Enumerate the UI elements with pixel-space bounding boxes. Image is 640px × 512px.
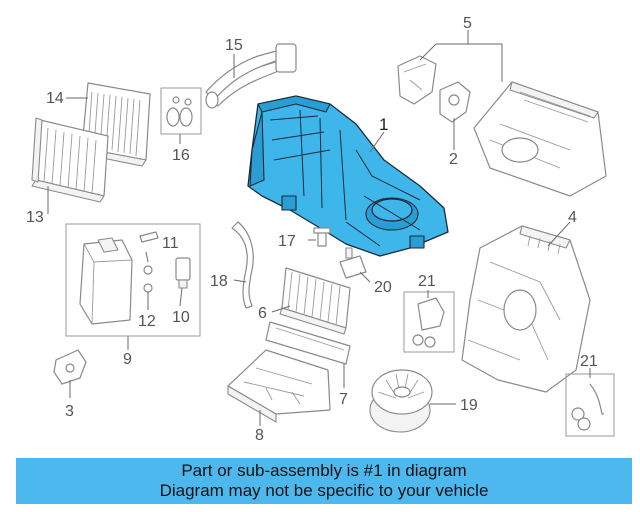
callout-18[interactable]: 18: [210, 273, 228, 290]
callout-17[interactable]: 17: [278, 233, 296, 250]
screw-part-17[interactable]: [313, 227, 331, 247]
tray-part-8[interactable]: [227, 349, 331, 423]
actuator-part-2[interactable]: [439, 81, 471, 123]
callout-20[interactable]: 20: [374, 279, 392, 296]
callout-15[interactable]: 15: [225, 37, 243, 54]
blower-motor-part-19[interactable]: [369, 369, 433, 433]
screw-part-11[interactable]: [139, 231, 159, 243]
seal-set-part-16[interactable]: [160, 87, 202, 135]
callout-labels: 1 5 2 15 14 16 13 4 11 17 18 20 21 6 12 …: [26, 15, 598, 444]
callout-5[interactable]: 5: [463, 15, 472, 32]
callout-10[interactable]: 10: [172, 309, 190, 326]
callout-21a[interactable]: 21: [418, 273, 436, 290]
cabin-filter-part-6[interactable]: [279, 267, 351, 335]
clip-part-12[interactable]: [143, 265, 153, 293]
callout-1[interactable]: 1: [379, 115, 388, 134]
actuator-part-5[interactable]: [397, 55, 437, 105]
part-group-21a-frame: [403, 291, 455, 353]
filter-housing-part-9[interactable]: [79, 237, 133, 325]
callout-9[interactable]: 9: [123, 351, 132, 368]
callout-16[interactable]: 16: [172, 147, 190, 164]
tube-part-18[interactable]: [231, 221, 254, 309]
callout-7[interactable]: 7: [339, 391, 348, 408]
info-banner: Part or sub-assembly is #1 in diagram Di…: [16, 458, 632, 504]
leader-lines: [47, 30, 591, 426]
banner-line-2: Diagram may not be specific to your vehi…: [159, 481, 489, 500]
evaporator-core-part-13[interactable]: [31, 117, 109, 203]
filter-cover-part-7[interactable]: [265, 321, 351, 365]
part-group-9-frame: [65, 223, 201, 337]
callout-19[interactable]: 19: [460, 397, 478, 414]
callout-12[interactable]: 12: [138, 313, 156, 330]
callout-13[interactable]: 13: [26, 209, 44, 226]
hvac-housing-part-1[interactable]: [247, 95, 449, 257]
heater-housing-part-4[interactable]: [461, 225, 591, 393]
callout-14[interactable]: 14: [46, 90, 64, 107]
distribution-housing-part-5[interactable]: [473, 81, 607, 197]
sensor-part-3[interactable]: [53, 349, 87, 385]
pipe-assembly-part-15[interactable]: [205, 43, 297, 109]
seal-part-21b[interactable]: [571, 383, 604, 431]
callout-6[interactable]: 6: [258, 305, 267, 322]
callout-8[interactable]: 8: [255, 427, 264, 444]
banner-line-1: Part or sub-assembly is #1 in diagram: [181, 461, 467, 480]
sensor-part-10[interactable]: [175, 257, 191, 289]
callout-2[interactable]: 2: [449, 151, 458, 168]
callout-11[interactable]: 11: [162, 235, 179, 252]
callout-21b[interactable]: 21: [580, 353, 598, 370]
callout-4[interactable]: 4: [568, 209, 577, 226]
motor-part-21a[interactable]: [412, 297, 445, 348]
connector-part-20[interactable]: [339, 247, 367, 279]
callout-3[interactable]: 3: [65, 403, 74, 420]
